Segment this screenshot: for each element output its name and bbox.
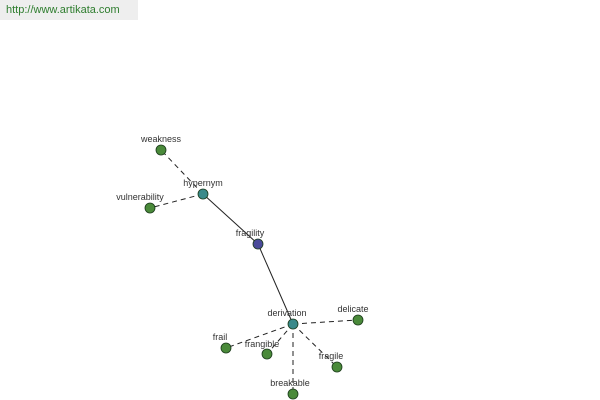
node-vulnerability[interactable]: vulnerability (116, 192, 164, 214)
node-label-hypernym: hypernym (183, 178, 223, 188)
site-url-link[interactable]: http://www.artikata.com (6, 4, 120, 16)
edge-derivation-frail (225, 323, 294, 349)
node-dot-frangible[interactable] (261, 348, 273, 360)
node-dot-breakable[interactable] (287, 388, 299, 400)
node-label-fragile: fragile (319, 351, 344, 361)
node-label-frangible: frangible (245, 339, 280, 349)
edge-derivation-frangible (266, 323, 294, 355)
node-label-delicate: delicate (337, 304, 368, 314)
edge-derivation-fragile (292, 323, 338, 368)
node-label-weakness: weakness (140, 134, 182, 144)
node-fragility[interactable]: fragility (236, 228, 265, 250)
node-dot-frail[interactable] (220, 342, 232, 354)
node-frangible[interactable]: frangible (245, 339, 280, 360)
edge-hypernym-vulnerability (149, 193, 204, 209)
edge-fragility-hypernym (202, 193, 259, 245)
node-dot-fragility[interactable] (252, 238, 264, 250)
node-delicate[interactable]: delicate (337, 304, 369, 326)
edge-derivation-delicate (292, 319, 359, 325)
node-dot-vulnerability[interactable] (144, 202, 156, 214)
node-label-fragility: fragility (236, 228, 265, 238)
node-frail[interactable]: frail (213, 332, 232, 354)
node-dot-weakness[interactable] (155, 144, 167, 156)
node-breakable[interactable]: breakable (270, 378, 310, 400)
node-fragile[interactable]: fragile (319, 351, 344, 373)
edge-hypernym-weakness (160, 149, 204, 195)
graph-edges (149, 149, 359, 394)
edge-fragility-derivation (257, 243, 294, 325)
url-banner[interactable]: http://www.artikata.com (0, 0, 138, 20)
node-dot-hypernym[interactable] (197, 188, 209, 200)
node-dot-derivation[interactable] (287, 318, 299, 330)
node-weakness[interactable]: weakness (140, 134, 182, 156)
node-label-frail: frail (213, 332, 228, 342)
graph-nodes: fragility hypernym weakness vulnerability de… (116, 134, 369, 400)
node-hypernym[interactable]: hypernym (183, 178, 223, 200)
node-derivation[interactable]: derivation (267, 308, 307, 330)
node-dot-fragile[interactable] (331, 361, 343, 373)
node-label-breakable: breakable (270, 378, 310, 388)
node-label-vulnerability: vulnerability (116, 192, 164, 202)
node-dot-delicate[interactable] (352, 314, 364, 326)
node-label-derivation: derivation (267, 308, 306, 318)
